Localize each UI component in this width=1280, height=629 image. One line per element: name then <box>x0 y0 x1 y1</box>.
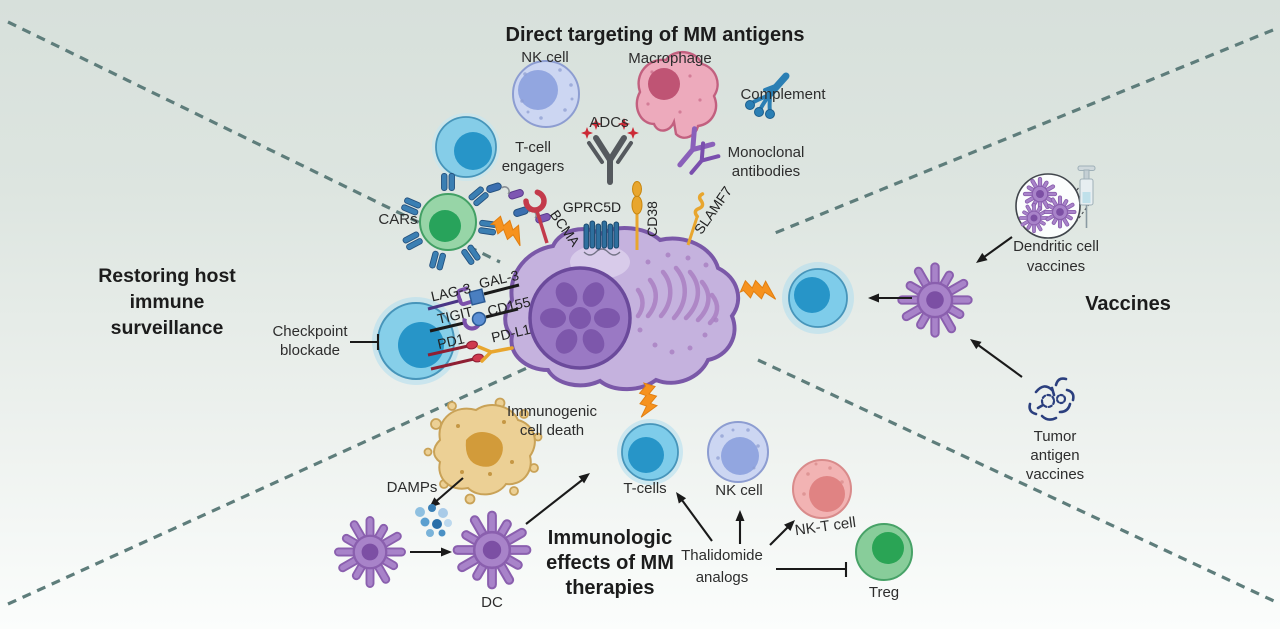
treg-label: Treg <box>869 584 899 601</box>
arrow-dc-to-tcell <box>868 293 912 303</box>
dendritic-cell-right <box>902 267 968 333</box>
checkpoint-inhibition-bar <box>350 334 380 350</box>
cars-label: CARs <box>378 211 417 228</box>
tcell-engagers-label-2: engagers <box>502 158 565 175</box>
adcs-label: ADCs <box>589 114 628 131</box>
macrophage-cell <box>635 51 719 139</box>
damps-label: DAMPs <box>387 479 438 496</box>
t-cell-top <box>432 113 500 181</box>
tumor-antigen-icon <box>1028 377 1075 421</box>
lightning-bolt-right <box>739 276 779 303</box>
section-title-immunologic: Immunologic effects of MM therapies <box>546 527 674 599</box>
immunologic-line-3: therapies <box>566 577 655 599</box>
tumor-vaccines-label-2: antigen <box>1030 447 1079 464</box>
arrow-thalidomide-to-nkt <box>769 520 795 546</box>
cd38-label: CD38 <box>644 201 660 237</box>
tigit-cd155-pair <box>429 307 519 333</box>
mm-er-squiggles <box>635 252 720 355</box>
gprc5d-receptor <box>583 220 621 256</box>
arrow-tumor-vaccine-to-dc <box>970 339 1023 378</box>
nk-cell-bottom-label: NK cell <box>715 482 763 499</box>
thalidomide-label-1: Thalidomide <box>681 547 763 564</box>
nk-cell-bottom <box>707 421 769 483</box>
section-title-vaccines: Vaccines <box>1085 293 1171 315</box>
arrow-thalidomide-to-nk <box>735 510 745 544</box>
pd1-pdl1-pair <box>427 340 514 371</box>
damps-particles <box>415 504 452 537</box>
arrow-dc1-to-dc2 <box>410 547 452 557</box>
slamf7-receptor <box>686 192 705 246</box>
checkpoint-blockade-label-2: blockade <box>280 342 340 359</box>
dendritic-cell-immature <box>339 521 402 584</box>
car-t-cell <box>400 173 498 271</box>
icd-label-2: cell death <box>520 422 584 439</box>
dendritic-cell-mature <box>458 516 527 585</box>
restoring-line-3: surveillance <box>111 317 224 339</box>
checkpoint-blockade-label-1: Checkpoint <box>272 323 348 340</box>
dc-label: DC <box>481 594 503 611</box>
dashed-line-top-left <box>7 20 501 264</box>
adc-icon <box>581 118 639 185</box>
mm-cell <box>503 226 741 392</box>
pd1-label: PD1 <box>436 330 466 352</box>
tumor-vaccines-label-3: vaccines <box>1026 466 1084 483</box>
thalidomide-treg-inhibition-bar <box>776 562 848 577</box>
syringe-icon <box>1077 165 1096 228</box>
t-cell-engager-icon <box>486 182 551 224</box>
nk-cell-top <box>512 60 580 128</box>
immunologic-line-2: effects of MM <box>546 552 674 574</box>
tcell-engagers-label-1: T-cell <box>515 139 551 156</box>
arrow-dc-to-tcells <box>525 473 590 525</box>
monoclonal-antibody-icon <box>677 126 721 175</box>
nkt-cell <box>792 459 852 519</box>
dashed-line-top-right <box>774 28 1274 235</box>
complement-icon <box>745 72 790 119</box>
immunologic-line-1: Immunologic <box>548 527 672 549</box>
treg-cell <box>855 523 913 581</box>
mm-nucleus <box>528 266 632 370</box>
monoclonal-label-1: Monoclonal <box>728 144 805 161</box>
thalidomide-label-2: analogs <box>696 569 749 586</box>
t-cell-bottom <box>617 419 683 485</box>
restoring-line-2: immune <box>130 291 205 313</box>
lag3-gal3-pair <box>427 283 520 311</box>
dendritic-vaccines-label-2: vaccines <box>1027 258 1085 275</box>
lag3-label: LAG-3 <box>429 280 472 305</box>
tigit-label: TIGIT <box>436 303 475 327</box>
cd38-receptor <box>631 181 643 250</box>
macrophage-label: Macrophage <box>628 50 711 67</box>
tumor-vaccines-label-1: Tumor <box>1034 428 1077 445</box>
arrow-thalidomide-to-tcells <box>676 492 713 542</box>
restoring-line-1: Restoring host <box>98 265 236 287</box>
nkt-cell-label: NK-T cell <box>794 514 857 539</box>
dendritic-vaccine-circle <box>1015 173 1091 239</box>
bcma-receptor <box>523 189 549 244</box>
dying-cell <box>423 397 543 505</box>
dendritic-vaccines-label-1: Dendritic cell <box>1013 238 1099 255</box>
complement-label: Complement <box>740 86 826 103</box>
section-title-direct-targeting: Direct targeting of MM antigens <box>506 24 805 46</box>
icd-label-1: Immunogenic <box>507 403 598 420</box>
t-cell-right <box>782 262 854 334</box>
monoclonal-label-2: antibodies <box>732 163 800 180</box>
tcells-label: T-cells <box>623 480 666 497</box>
section-title-restoring: Restoring host immune surveillance <box>98 265 236 339</box>
nk-cell-top-label: NK cell <box>521 49 569 66</box>
arrow-dendritic-vaccine-to-dc <box>976 236 1013 263</box>
gprc5d-label: GPRC5D <box>563 199 621 215</box>
